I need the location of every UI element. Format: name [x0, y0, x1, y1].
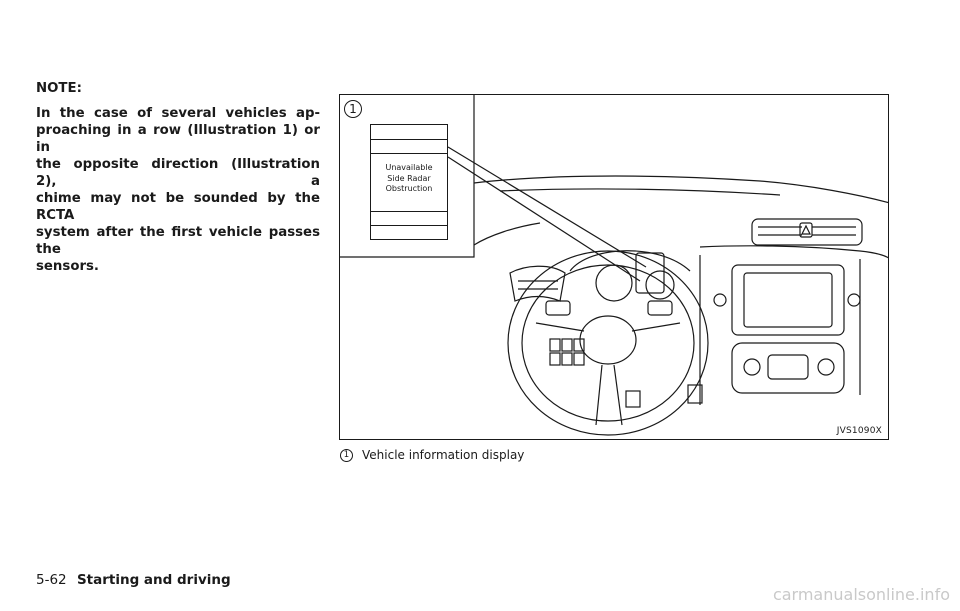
display-message-line: Obstruction	[385, 184, 433, 193]
display-message-line: Unavailable	[385, 163, 433, 172]
display-divider	[371, 139, 447, 140]
page-footer: 5-62 Starting and driving	[36, 572, 231, 589]
legend-text: Vehicle information display	[362, 448, 525, 462]
display-warning-message: Unavailable Side Radar Obstruction	[371, 163, 447, 195]
callout-number-badge: 1	[344, 100, 362, 118]
section-title: Starting and driving	[76, 572, 231, 588]
legend-number-badge: 1	[340, 449, 353, 462]
note-line: proaching in a row (Illustration 1) or i…	[36, 123, 320, 155]
figure-legend: 1 Vehicle information display	[340, 448, 740, 464]
display-divider	[371, 153, 447, 154]
note-body: In the case of several vehicles ap- proa…	[36, 105, 320, 275]
note-line: system after the first vehicle passes th…	[36, 225, 320, 257]
display-divider	[371, 225, 447, 226]
note-line: the opposite direction (Illustration 2),…	[36, 157, 320, 189]
watermark-text: carmanualsonline.info	[772, 585, 950, 604]
note-heading: NOTE:	[36, 81, 82, 96]
figure-code: JVS1090X	[836, 426, 882, 436]
note-line: sensors.	[36, 259, 99, 274]
page-number: 5-62	[36, 572, 67, 588]
note-block: NOTE: In the case of several vehicles ap…	[36, 80, 320, 275]
note-line: chime may not be sounded by the RCTA	[36, 191, 320, 223]
display-divider	[371, 211, 447, 212]
display-message-line: Side Radar	[387, 173, 431, 183]
vehicle-info-display-inset: Unavailable Side Radar Obstruction	[370, 124, 448, 240]
note-line: In the case of several vehicles ap-	[36, 106, 320, 121]
dashboard-line-drawing	[340, 95, 888, 436]
